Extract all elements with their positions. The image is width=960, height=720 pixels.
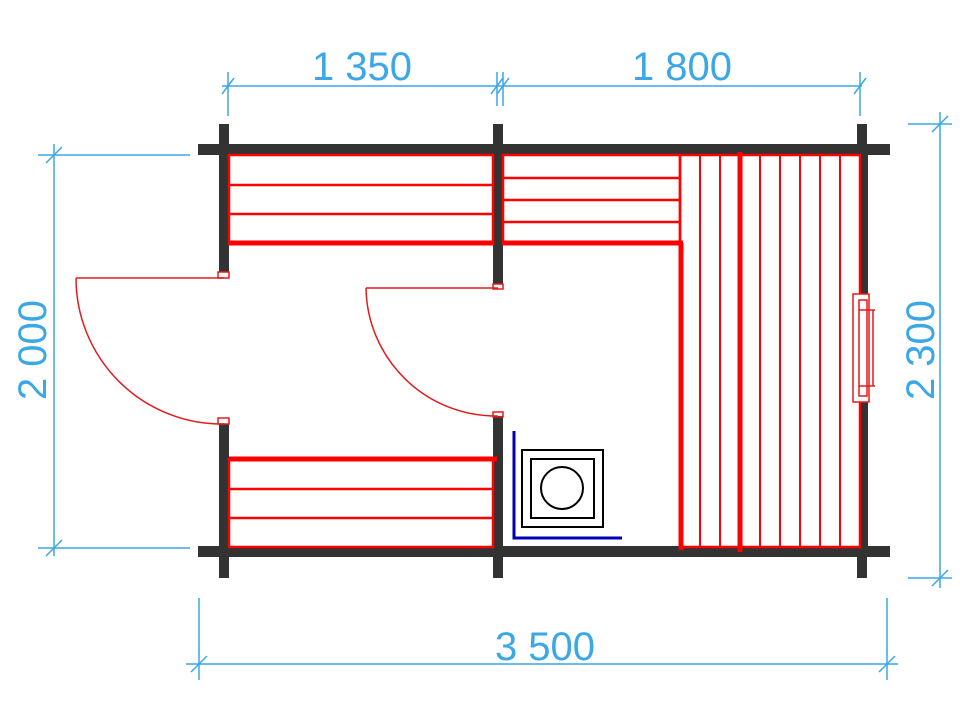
window — [852, 293, 875, 403]
bench-steam-vertical — [678, 152, 862, 552]
dimension-label-bottom: 3 500 — [495, 625, 595, 669]
dimension-label-top-right: 1 800 — [632, 45, 732, 89]
bench-bottom-left — [227, 456, 497, 549]
dimension-label-left: 2 000 — [11, 300, 55, 400]
bench-top-left — [227, 153, 495, 246]
log-walls — [198, 124, 890, 578]
stove-icon — [521, 449, 604, 528]
steam-room-door — [365, 283, 504, 418]
stove-guard — [512, 431, 622, 540]
dimension-lines — [38, 72, 952, 680]
entrance-door — [75, 271, 230, 425]
dimension-label-right: 2 300 — [899, 300, 943, 400]
dimension-label-top-left: 1 350 — [312, 45, 412, 89]
bench-steam-upper — [501, 153, 683, 246]
